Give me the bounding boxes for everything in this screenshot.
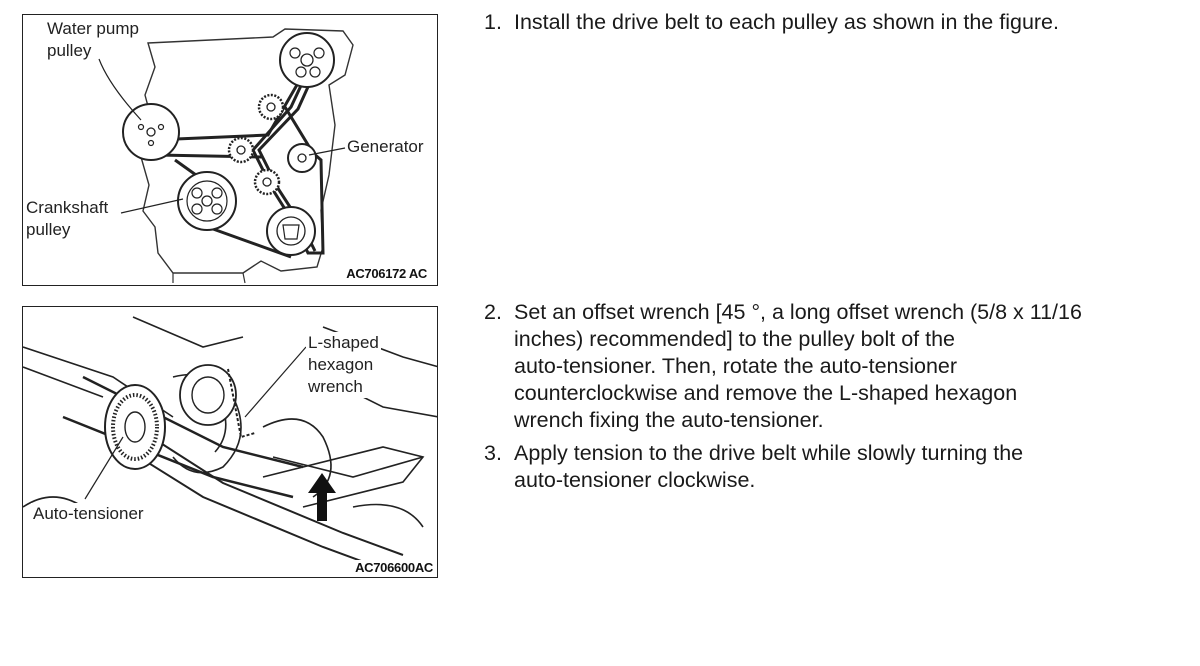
- generator-label: Generator: [347, 137, 424, 156]
- water-pump-pulley: [122, 103, 180, 161]
- water-pump-pulley-label: Water pump pulley: [47, 19, 139, 60]
- belt-routing-diagram: [98, 28, 354, 284]
- leader-water-pump: [98, 58, 142, 121]
- figure-code: AC706600AC: [355, 560, 433, 575]
- idler-pulley-lower: [253, 168, 281, 196]
- step-2: 2. Set an offset wrench [45 °, a long of…: [484, 299, 1184, 440]
- l-shaped-hex-wrench-label: L-shaped hexagon wrench: [306, 332, 381, 398]
- crankshaft-pulley-label: Crankshaft pulley: [26, 198, 109, 239]
- power-steering-pulley: [279, 32, 335, 88]
- figure-code: AC706172 AC: [346, 266, 427, 281]
- crankshaft-pulley: [177, 171, 237, 231]
- step-number: 2.: [484, 300, 502, 324]
- step-number: 3.: [484, 441, 502, 465]
- generator-pulley: [287, 143, 317, 173]
- step-3: 3. Apply tension to the drive belt while…: [484, 440, 1184, 500]
- leader-generator: [308, 147, 346, 156]
- step-text: Install the drive belt to each pulley as…: [514, 10, 1059, 34]
- tensioner-pulley: [104, 384, 166, 470]
- step-text: Apply tension to the drive belt while sl…: [514, 441, 1024, 492]
- ac-compressor-pulley: [266, 206, 316, 256]
- leader-wrench: [244, 346, 307, 418]
- auto-tensioner-figure: L-shaped hexagon wrench Auto-tensioner A…: [22, 306, 438, 578]
- leader-tensioner: [84, 436, 124, 500]
- rotation-direction-arrow: [308, 473, 336, 521]
- step-text: Set an offset wrench [45 °, a long offse…: [514, 300, 1082, 432]
- auto-tensioner-diagram: [23, 316, 437, 570]
- belt-routing-figure: Water pump pulley Generator Crankshaft p…: [22, 14, 438, 286]
- idler-pulley: [179, 364, 237, 426]
- idler-pulley-upper: [257, 93, 285, 121]
- auto-tensioner-label: Auto-tensioner: [31, 503, 146, 525]
- idler-pulley-middle: [227, 136, 255, 164]
- step-number: 1.: [484, 10, 502, 34]
- step-1: 1. Install the drive belt to each pulley…: [484, 9, 1184, 42]
- leader-crankshaft: [120, 198, 184, 214]
